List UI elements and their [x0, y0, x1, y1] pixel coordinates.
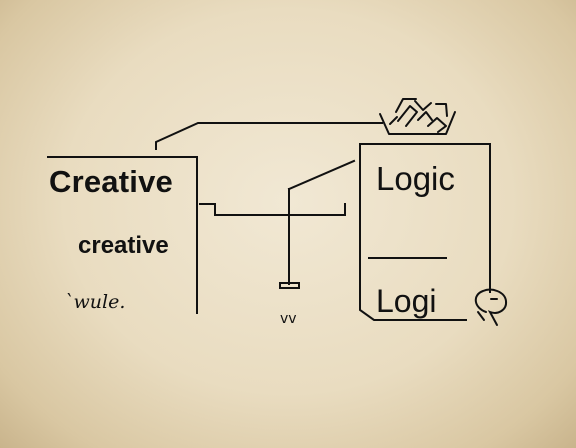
creative-heading: Creative [49, 164, 173, 199]
center-diagonal [287, 159, 356, 191]
logic-subheading: Logi [376, 283, 437, 319]
top-connector [155, 122, 383, 150]
logic-heading: Logic [376, 160, 455, 197]
center-bracket [199, 203, 346, 216]
doodle-box-icon [379, 98, 456, 135]
scribble-text: `wule. [64, 291, 126, 313]
speech-bubble-icon [474, 288, 508, 326]
right-panel-frame [359, 143, 491, 321]
center-stem-foot [279, 282, 300, 289]
creative-subheading: creative [78, 232, 169, 259]
center-label: vv [280, 311, 297, 327]
